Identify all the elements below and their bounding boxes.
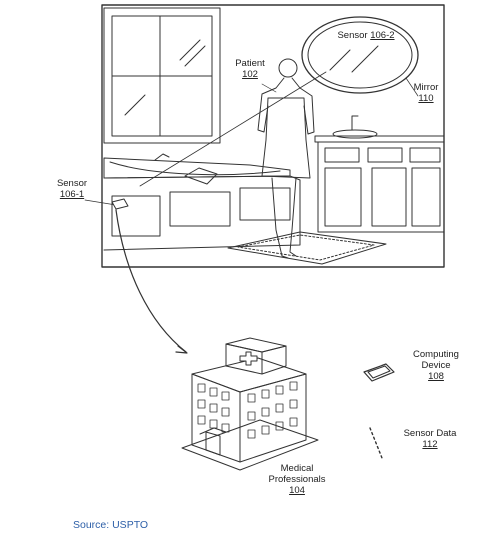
- label-name: Sensor: [56, 178, 88, 189]
- computing-device-icon: [363, 363, 395, 382]
- source-credit: Source: USPTO: [73, 519, 149, 531]
- data-flow-arrow: [115, 209, 187, 353]
- label-patient: Patient 102: [226, 58, 274, 80]
- label-ref: 110: [418, 93, 434, 104]
- label-mirror: Mirror 110: [404, 82, 448, 104]
- hospital-building-icon: [181, 337, 319, 471]
- label-name: Computing Device: [413, 349, 459, 371]
- patient-figure: [257, 58, 315, 259]
- label-ref: 106-2: [370, 30, 395, 41]
- label-ref: 104: [289, 485, 305, 496]
- label-ref: 102: [242, 69, 258, 80]
- label-name: Mirror: [413, 82, 439, 93]
- bathtub: [103, 153, 301, 251]
- label-ref: 112: [422, 439, 438, 450]
- bathroom-window: [103, 7, 221, 144]
- bath-mat: [227, 231, 387, 265]
- sensor-data-stream: [369, 427, 383, 459]
- label-sensor-106-2: Sensor 106-2: [325, 30, 407, 41]
- mirror: [301, 16, 419, 94]
- label-name: Sensor Data: [403, 428, 457, 439]
- label-name: Sensor: [337, 30, 368, 41]
- sensor-sightline: [139, 71, 327, 187]
- label-medical-professionals: Medical Professionals 104: [260, 463, 334, 496]
- label-name: Medical Professionals: [268, 463, 326, 485]
- vanity-cabinet: [314, 115, 445, 233]
- sensor-device-icon: [111, 198, 129, 210]
- label-name: Patient: [235, 58, 265, 69]
- label-ref: 108: [428, 371, 444, 382]
- label-sensor-106-1: Sensor 106-1: [48, 178, 96, 200]
- label-ref: 106-1: [59, 189, 85, 200]
- label-computing-device: Computing Device 108: [400, 349, 472, 382]
- label-sensor-data: Sensor Data 112: [394, 428, 466, 450]
